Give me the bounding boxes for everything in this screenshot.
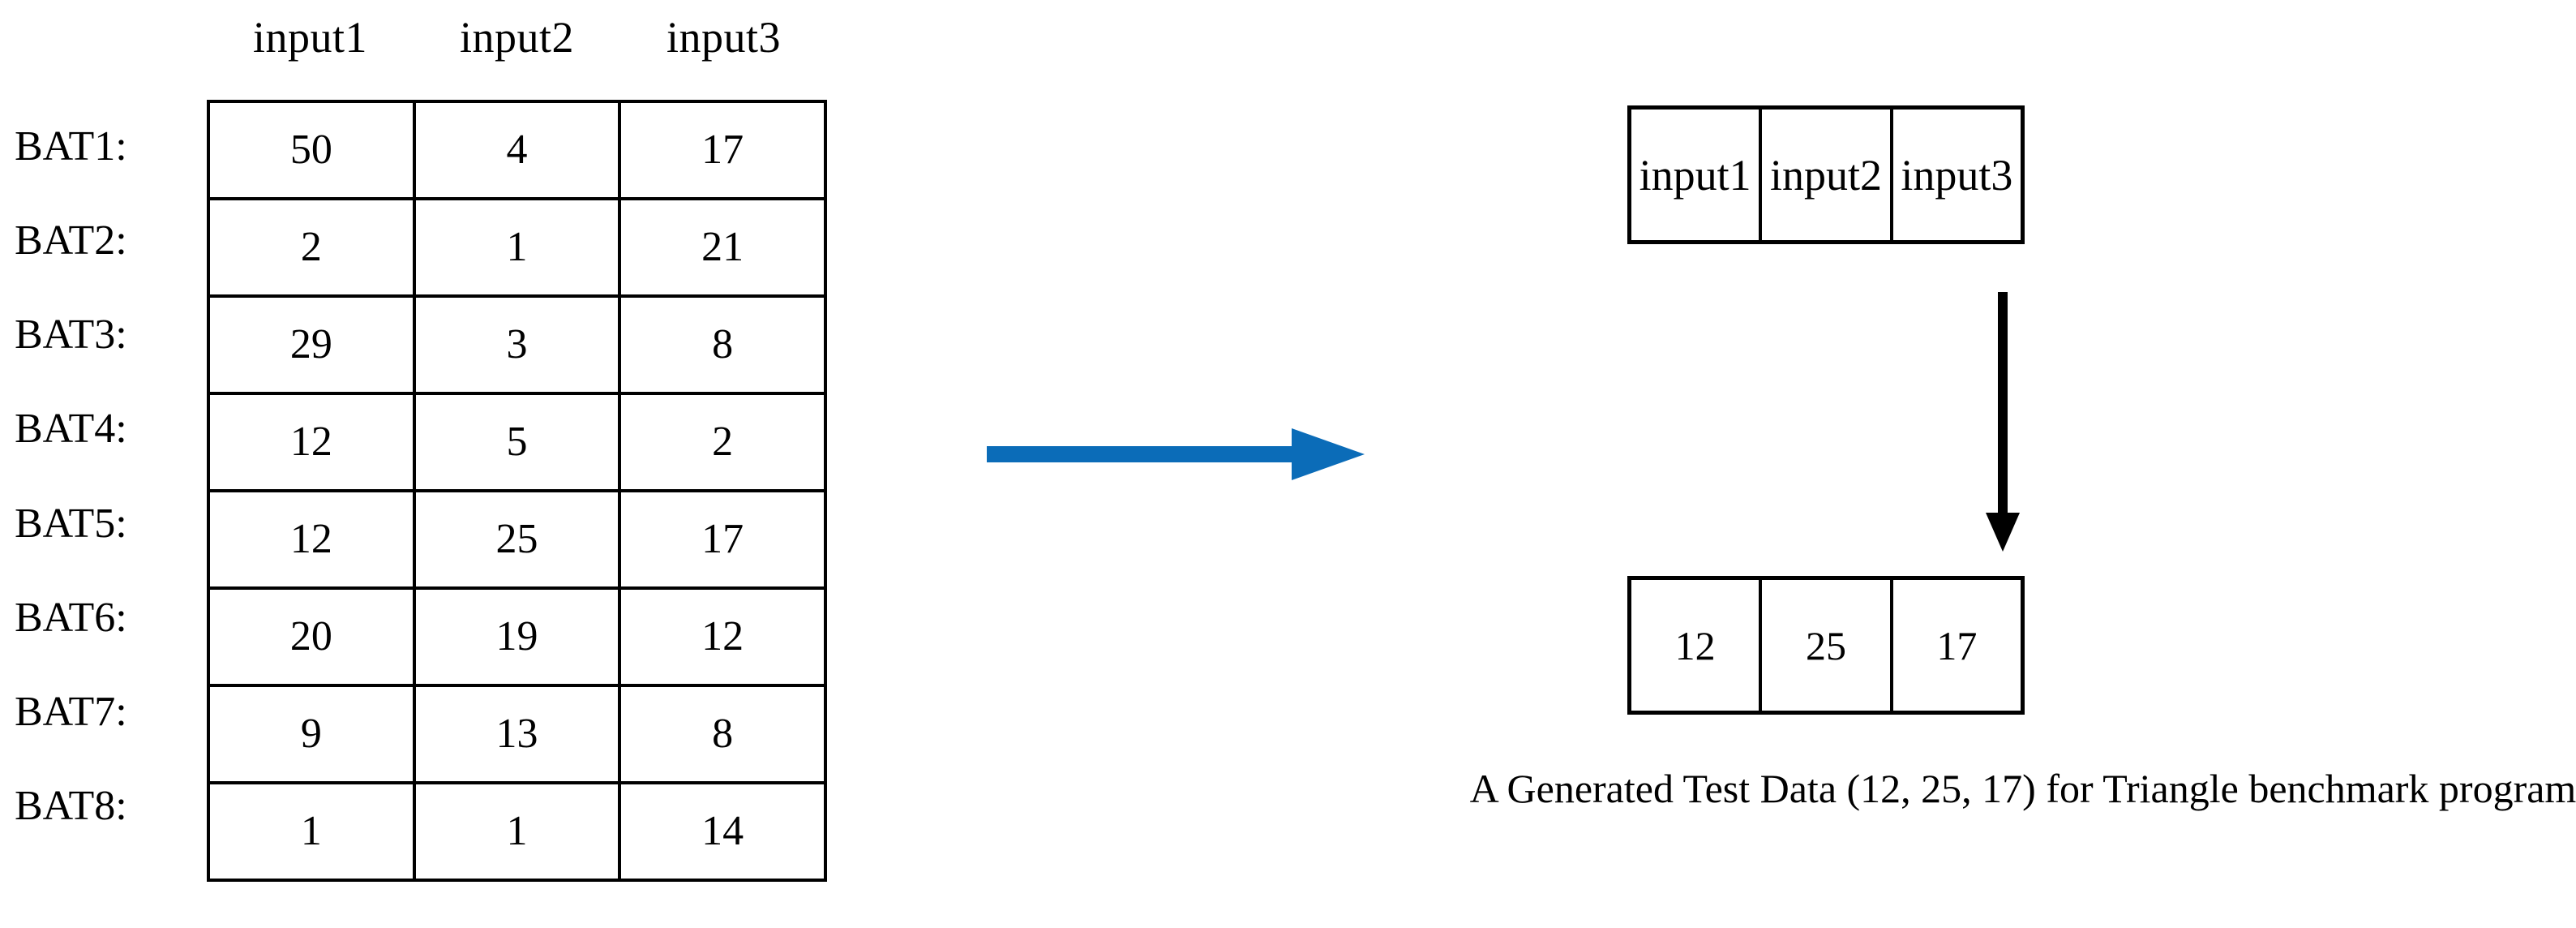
matrix-cell: 1	[207, 781, 416, 882]
matrix-cell: 13	[412, 684, 622, 784]
matrix-cell: 50	[207, 100, 416, 200]
matrix-cell: 29	[207, 294, 416, 395]
matrix-column-headers: input1 input2 input3	[207, 0, 827, 75]
row-label-bat8: BAT8:	[15, 782, 127, 829]
row-label-bat5: BAT5:	[15, 500, 127, 547]
value-slot-1: 12	[1631, 580, 1763, 711]
table-row: 9 13 8	[207, 684, 827, 784]
table-row: 1 1 14	[207, 781, 827, 882]
matrix-cell: 2	[618, 392, 827, 492]
bat-matrix-panel: input1 input2 input3 BAT1: BAT2: BAT3: B…	[0, 0, 892, 928]
matrix-cell: 21	[618, 197, 827, 298]
matrix-cell: 12	[618, 586, 827, 687]
input-slot-box: input1 input2 input3	[1627, 105, 2025, 244]
row-label-bat2: BAT2:	[15, 217, 127, 264]
matrix-cell: 1	[412, 781, 622, 882]
table-row: 29 3 8	[207, 294, 827, 395]
matrix-cell: 1	[412, 197, 622, 298]
matrix-cell: 12	[207, 392, 416, 492]
table-row: 2 1 21	[207, 197, 827, 298]
input-slot-2: input2	[1762, 110, 1893, 240]
matrix-cell: 14	[618, 781, 827, 882]
matrix-cell: 8	[618, 294, 827, 395]
row-label-bat3: BAT3:	[15, 311, 127, 359]
right-arrow-icon	[987, 428, 1365, 480]
column-header-input1: input1	[252, 13, 367, 62]
row-label-bat7: BAT7:	[15, 688, 127, 735]
value-slot-box: 12 25 17	[1627, 576, 2025, 715]
input-slot-3: input3	[1901, 150, 2013, 200]
table-row: 12 5 2	[207, 392, 827, 492]
table-row: 50 4 17	[207, 100, 827, 200]
matrix-cell: 2	[207, 197, 416, 298]
matrix-cell: 8	[618, 684, 827, 784]
row-label-bat1: BAT1:	[15, 123, 127, 170]
input-slot-1: input1	[1631, 110, 1763, 240]
matrix-cell: 17	[618, 100, 827, 200]
value-slot-2: 25	[1762, 580, 1893, 711]
matrix-cell: 25	[412, 489, 622, 590]
matrix-cell: 5	[412, 392, 622, 492]
row-label-bat6: BAT6:	[15, 594, 127, 641]
value-slot-3: 17	[1936, 622, 1978, 668]
matrix-cell: 19	[412, 586, 622, 687]
generated-data-caption: A Generated Test Data (12, 25, 17) for T…	[1469, 766, 2576, 811]
generated-data-panel: input1 input2 input3 12 25 17 A Generate…	[1470, 0, 2576, 928]
matrix-cell: 3	[412, 294, 622, 395]
matrix-cell: 4	[412, 100, 622, 200]
table-row: 20 19 12	[207, 586, 827, 687]
down-arrow-icon	[1986, 292, 2020, 552]
row-label-bat4: BAT4:	[15, 406, 127, 453]
column-header-input2: input2	[459, 13, 574, 62]
matrix-cell: 12	[207, 489, 416, 590]
matrix-cell: 17	[618, 489, 827, 590]
bat-matrix-table: 50 4 17 2 1 21 29 3 8 12 5 2 12 25	[207, 100, 827, 882]
matrix-cell: 20	[207, 586, 416, 687]
column-header-input3: input3	[666, 13, 781, 62]
matrix-cell: 9	[207, 684, 416, 784]
table-row: 12 25 17	[207, 489, 827, 590]
bat-row-labels: BAT1: BAT2: BAT3: BAT4: BAT5: BAT6: BAT7…	[0, 100, 195, 853]
